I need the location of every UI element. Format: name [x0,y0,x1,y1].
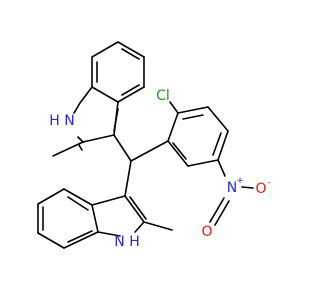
upper-indole-benzene-ring [91,41,145,103]
upper-nh-label: H N [49,113,74,129]
chlorine-label: Cl [156,88,170,104]
upper-indole-pyrrole-ring [73,86,119,151]
upper-to-central-bond [113,134,132,162]
nitro-nitrogen-label: N [227,180,237,196]
nitro-nitrogen-charge: + [236,176,244,186]
lower-indole-pyrrole-ring [91,195,147,237]
upper-methyl-bond [52,141,84,157]
chloro-bond [169,101,179,114]
nitro-n-o-bond-upper [241,186,254,189]
nitro-oxygen-label-right: O [255,181,266,197]
molecule-structure: H N Cl N + O - O N H [37,41,271,250]
lower-indole-benzene-ring [37,188,99,249]
lower-methyl-bond [143,221,173,231]
nitro-bond [217,159,226,177]
central-to-lower-bond [124,160,132,197]
lower-nh-label: N H [114,234,139,250]
nitro-oxygen-label-bottom: O [201,224,212,240]
central-to-aryl-bond [130,140,169,162]
chloronitrophenyl-ring [167,106,229,167]
nitro-n-o-double-bond-b [214,200,230,226]
nitro-n-o-double-bond-a [209,197,225,223]
nitro-oxygen-charge: - [267,178,270,188]
